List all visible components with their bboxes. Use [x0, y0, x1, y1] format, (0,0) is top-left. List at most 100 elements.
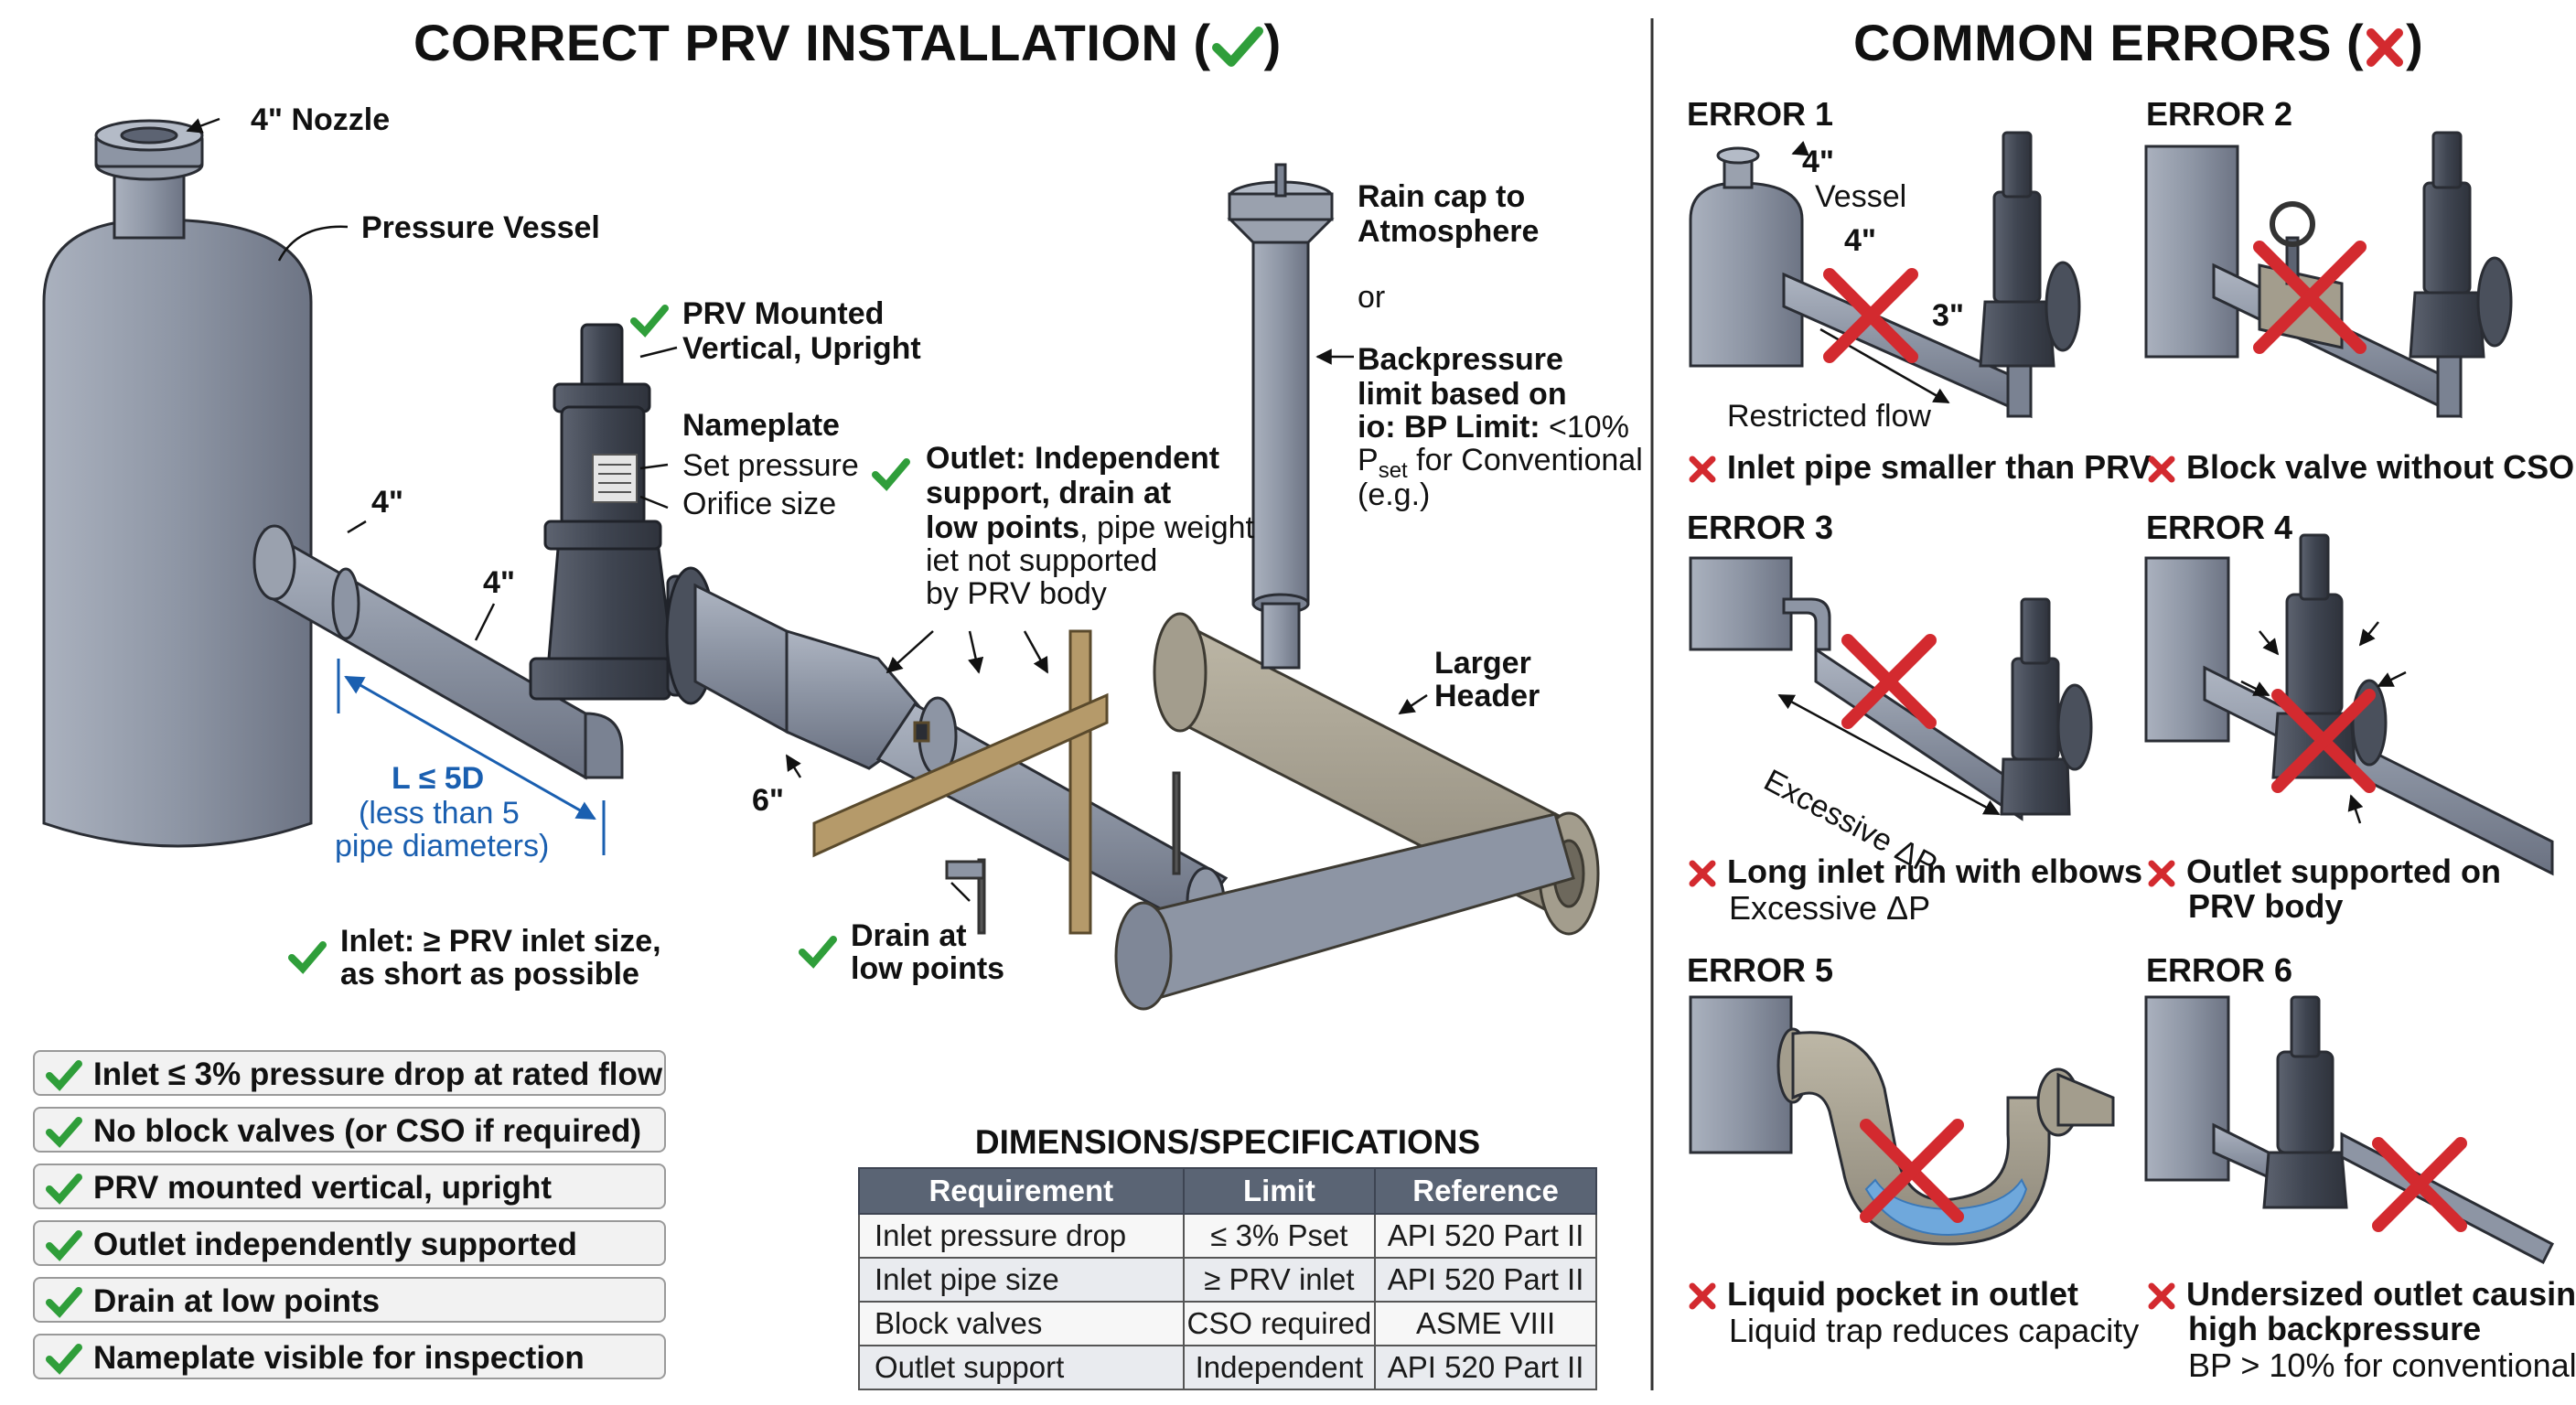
larger-header-1: Larger	[1434, 646, 1531, 681]
larger-header	[1114, 612, 1600, 1011]
larger-header-2: Header	[1434, 679, 1540, 713]
drain-1: Drain at	[851, 918, 967, 953]
spec-title: DIMENSIONS/SPECIFICATIONS	[974, 1123, 1481, 1161]
check-icon	[46, 1230, 82, 1261]
or-label: or	[1358, 280, 1386, 315]
error3-caption: Long inlet run with elbows	[1687, 854, 2142, 889]
error6-illustration	[2144, 995, 2555, 1265]
error2-caption: Block valve without CSO	[2146, 450, 2574, 485]
list-item: Nameplate visible for inspection	[33, 1334, 666, 1379]
error1-caption: Inlet pipe smaller than PRV	[1687, 450, 2151, 485]
left-title: CORRECT PRV INSTALLATION ()	[413, 14, 1282, 71]
error3-x-mark	[1841, 634, 1937, 729]
inlet-size-label-a: 4"	[371, 485, 404, 520]
error2-heading: ERROR 2	[2146, 95, 2293, 133]
list-item: No block valves (or CSO if required)	[33, 1107, 666, 1153]
check-icon	[46, 1060, 82, 1091]
table-header-row: Requirement Limit Reference	[858, 1167, 1597, 1215]
error6-heading: ERROR 6	[2146, 951, 2293, 989]
error6-x-mark	[2372, 1137, 2467, 1232]
outlet-note-3: low points, pipe weight	[926, 510, 1254, 545]
table-cell: CSO required	[1182, 1301, 1377, 1346]
table-cell: Outlet support	[858, 1345, 1185, 1390]
table-cell: API 520 Part II	[1374, 1213, 1597, 1259]
outlet-note-2: support, drain at	[926, 476, 1172, 510]
l5d-dimension	[337, 659, 606, 855]
table-cell: ≤ 3% Pset	[1182, 1213, 1377, 1259]
leader-lines	[186, 117, 1428, 902]
error5-sub: Liquid trap reduces capacity	[1729, 1312, 2140, 1349]
check-icon	[630, 305, 669, 338]
error5-x-mark	[1860, 1119, 1964, 1223]
vent-stack	[1227, 163, 1335, 670]
error4-caption-2: PRV body	[2188, 887, 2344, 925]
error1-nozzle-size: 4"	[1802, 145, 1835, 179]
table-cell: API 520 Part II	[1374, 1345, 1597, 1390]
pipe-support	[812, 629, 1181, 935]
error5-illustration	[1689, 995, 2115, 1246]
callout-set-pressure: Set pressure	[682, 448, 859, 483]
x-icon	[1689, 456, 1716, 483]
col-header: Reference	[1374, 1167, 1597, 1215]
error6-sub: BP > 10% for conventional	[2188, 1346, 2576, 1384]
backpressure-3: io: BP Limit: <10%	[1358, 410, 1629, 445]
error3-illustration	[1689, 556, 2093, 821]
callout-nozzle: 4" Nozzle	[251, 102, 391, 137]
error4-caption: Outlet supported on	[2146, 854, 2501, 889]
error1-restricted-flow: Restricted flow	[1727, 399, 1931, 434]
l5d-sub-2: pipe diameters)	[335, 829, 550, 863]
error4-heading: ERROR 4	[2146, 509, 2293, 546]
outlet-note-4: iet not supported	[926, 543, 1158, 578]
error3-heading: ERROR 3	[1687, 509, 1834, 546]
error6-caption-2: high backpressure	[2188, 1310, 2482, 1347]
rain-cap-2: Atmosphere	[1358, 214, 1540, 249]
backpressure-2: limit based on	[1358, 377, 1567, 412]
check-icon	[46, 1287, 82, 1318]
check-icon	[799, 936, 837, 969]
inlet-note-2: as short as possible	[340, 957, 639, 992]
table-cell: ASME VIII	[1374, 1301, 1597, 1346]
table-row: Inlet pipe size ≥ PRV inlet API 520 Part…	[858, 1257, 1597, 1303]
rain-cap-1: Rain cap to	[1358, 179, 1526, 214]
spec-table: Requirement Limit Reference Inlet pressu…	[858, 1167, 1597, 1390]
check-icon	[872, 458, 910, 491]
error1-illustration	[1689, 131, 2081, 419]
drain-2: low points	[851, 951, 1005, 986]
inlet-size-label-b: 4"	[483, 565, 516, 600]
check-icon	[46, 1344, 82, 1375]
table-row: Inlet pressure drop ≤ 3% Pset API 520 Pa…	[858, 1213, 1597, 1259]
table-cell: Independent	[1182, 1345, 1377, 1390]
error5-heading: ERROR 5	[1687, 951, 1834, 989]
backpressure-1: Backpressure	[1358, 342, 1563, 377]
error1-vessel-label: Vessel	[1815, 179, 1907, 214]
error1-outlet-size: 3"	[1932, 298, 1965, 333]
x-icon	[2148, 1282, 2175, 1310]
x-icon	[1689, 1282, 1716, 1310]
table-cell: API 520 Part II	[1374, 1257, 1597, 1303]
callout-nameplate: Nameplate	[682, 408, 840, 443]
check-icon	[46, 1117, 82, 1148]
right-title: COMMON ERRORS ()	[1853, 14, 2424, 71]
x-icon	[2367, 28, 2404, 68]
col-header: Requirement	[858, 1167, 1185, 1215]
error2-illustration	[2144, 131, 2513, 419]
callout-prv-mounted: PRV Mounted	[682, 296, 885, 331]
error3-sub: Excessive ΔP	[1729, 889, 1931, 927]
outlet-note-1: Outlet: Independent	[926, 441, 1220, 476]
table-row: Block valves CSO required ASME VIII	[858, 1301, 1597, 1346]
error1-heading: ERROR 1	[1687, 95, 1834, 133]
table-cell: Block valves	[858, 1301, 1185, 1346]
error1-x-mark	[1823, 268, 1918, 363]
list-item: Outlet independently supported	[33, 1220, 666, 1266]
list-item: PRV mounted vertical, upright	[33, 1164, 666, 1209]
col-header: Limit	[1182, 1167, 1377, 1215]
check-icon	[1211, 27, 1263, 68]
error2-x-mark	[2253, 241, 2367, 354]
x-icon	[1689, 860, 1716, 887]
pressure-vessel	[42, 119, 313, 848]
inlet-note-1: Inlet: ≥ PRV inlet size,	[340, 924, 661, 959]
x-icon	[2148, 860, 2175, 887]
error4-illustration	[2144, 533, 2554, 876]
callout-prv-upright: Vertical, Upright	[682, 331, 921, 366]
error1-pipe-size: 4"	[1844, 223, 1877, 258]
